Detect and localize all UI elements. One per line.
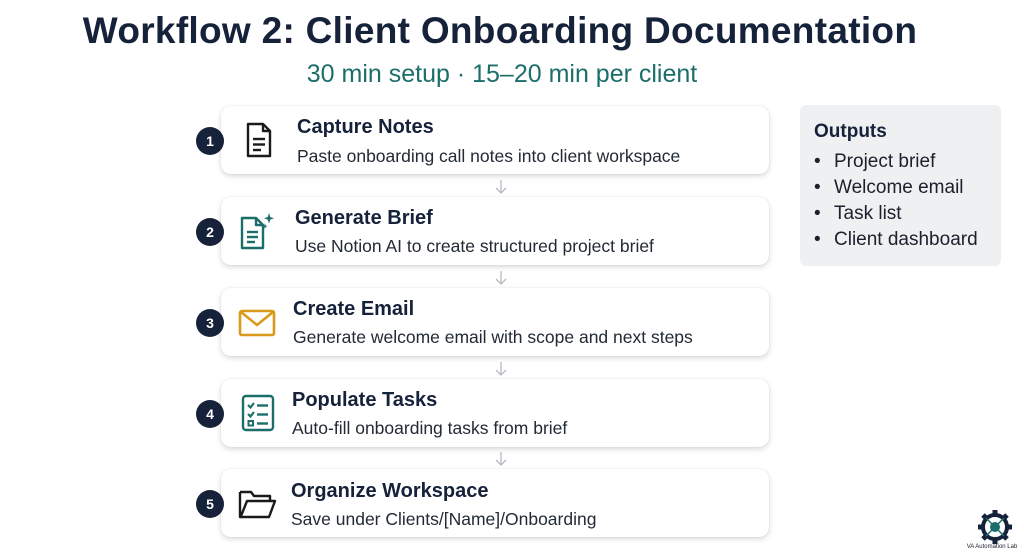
down-arrow-icon	[495, 180, 507, 194]
output-item-label: Project brief	[834, 151, 936, 172]
step-title: Capture Notes	[297, 116, 434, 138]
step-description: Use Notion AI to create structured proje…	[295, 236, 654, 256]
step-description: Generate welcome email with scope and ne…	[293, 327, 693, 347]
step-card-generate-brief	[221, 197, 769, 265]
step-card-populate-tasks	[221, 379, 769, 447]
page-subtitle: 30 min setup · 15–20 min per client	[306, 60, 698, 88]
step-title: Generate Brief	[295, 207, 433, 229]
envelope-icon	[238, 309, 276, 337]
output-item-label: Client dashboard	[834, 229, 978, 250]
ai-document-icon	[240, 213, 274, 250]
down-arrow-icon	[495, 452, 507, 466]
down-arrow-icon	[495, 271, 507, 285]
step-number-badge: 4	[196, 400, 224, 428]
step-number-badge: 1	[196, 127, 224, 155]
down-arrow-icon	[495, 362, 507, 376]
outputs-list: •Project brief •Welcome email •Task list…	[814, 149, 978, 253]
list-item: •Task list	[814, 203, 902, 224]
step-title: Create Email	[293, 298, 415, 320]
outputs-panel: Outputs •Project brief •Welcome email •T…	[800, 105, 1001, 266]
outputs-title: Outputs	[814, 121, 887, 142]
document-icon	[246, 122, 272, 158]
page-title: Workflow 2: Client Onboarding Documentat…	[82, 10, 918, 51]
output-item-label: Welcome email	[834, 177, 964, 198]
list-item: •Client dashboard	[814, 229, 978, 250]
step-description: Paste onboarding call notes into client …	[297, 146, 681, 166]
gear-logo-icon	[978, 510, 1012, 544]
list-item: •Project brief	[814, 151, 936, 172]
step-card-create-email	[221, 288, 769, 356]
step-number-badge: 2	[196, 218, 224, 246]
step-description: Auto-fill onboarding tasks from brief	[292, 418, 568, 438]
list-item: •Welcome email	[814, 177, 964, 198]
step-card-capture-notes	[221, 106, 769, 174]
folder-icon	[238, 490, 277, 519]
step-number-badge: 5	[196, 490, 224, 518]
logo-caption: VA Automation Lab	[966, 544, 1018, 550]
step-description: Save under Clients/[Name]/Onboarding	[291, 509, 597, 529]
step-title: Populate Tasks	[292, 389, 438, 411]
checklist-icon	[241, 394, 275, 432]
step-number-badge: 3	[196, 309, 224, 337]
step-title: Organize Workspace	[291, 480, 489, 502]
output-item-label: Task list	[834, 203, 902, 224]
step-card-organize-workspace	[221, 469, 769, 537]
